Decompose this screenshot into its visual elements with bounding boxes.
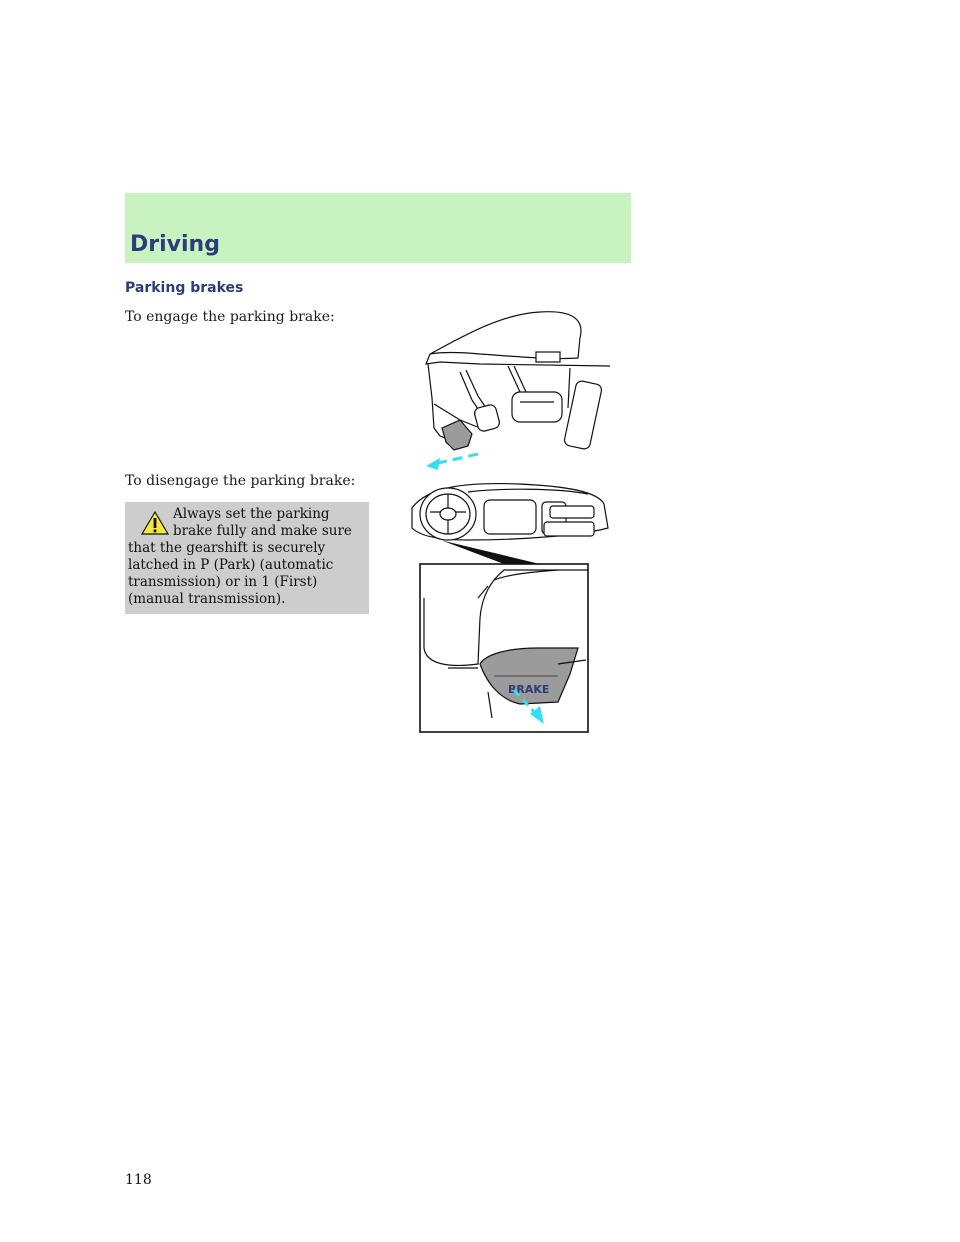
warning-line: that the gearshift is securely [128, 540, 326, 556]
engage-instruction: To engage the parking brake: [125, 309, 335, 325]
chapter-header-band [125, 193, 631, 263]
warning-box: Always set the parking brake fully and m… [125, 502, 369, 614]
warning-text: Always set the parking brake fully and m… [125, 506, 365, 608]
warning-line: latched in P (Park) (automatic [128, 557, 334, 573]
warning-line: brake fully and make sure [173, 523, 352, 539]
warning-line: (manual transmission). [128, 591, 286, 607]
disengage-instruction: To disengage the parking brake: [125, 473, 356, 489]
section-title: Parking brakes [125, 280, 244, 296]
brake-release-illustration: BRAKE [411, 482, 609, 733]
warning-triangle-icon [141, 510, 169, 535]
warning-line: Always set the parking [173, 506, 330, 522]
page-number: 118 [125, 1172, 152, 1188]
chapter-title: Driving [130, 232, 220, 257]
parking-brake-pedal-illustration [425, 311, 610, 470]
brake-handle-label: BRAKE [508, 683, 549, 696]
warning-line: transmission) or in 1 (First) [128, 574, 318, 590]
